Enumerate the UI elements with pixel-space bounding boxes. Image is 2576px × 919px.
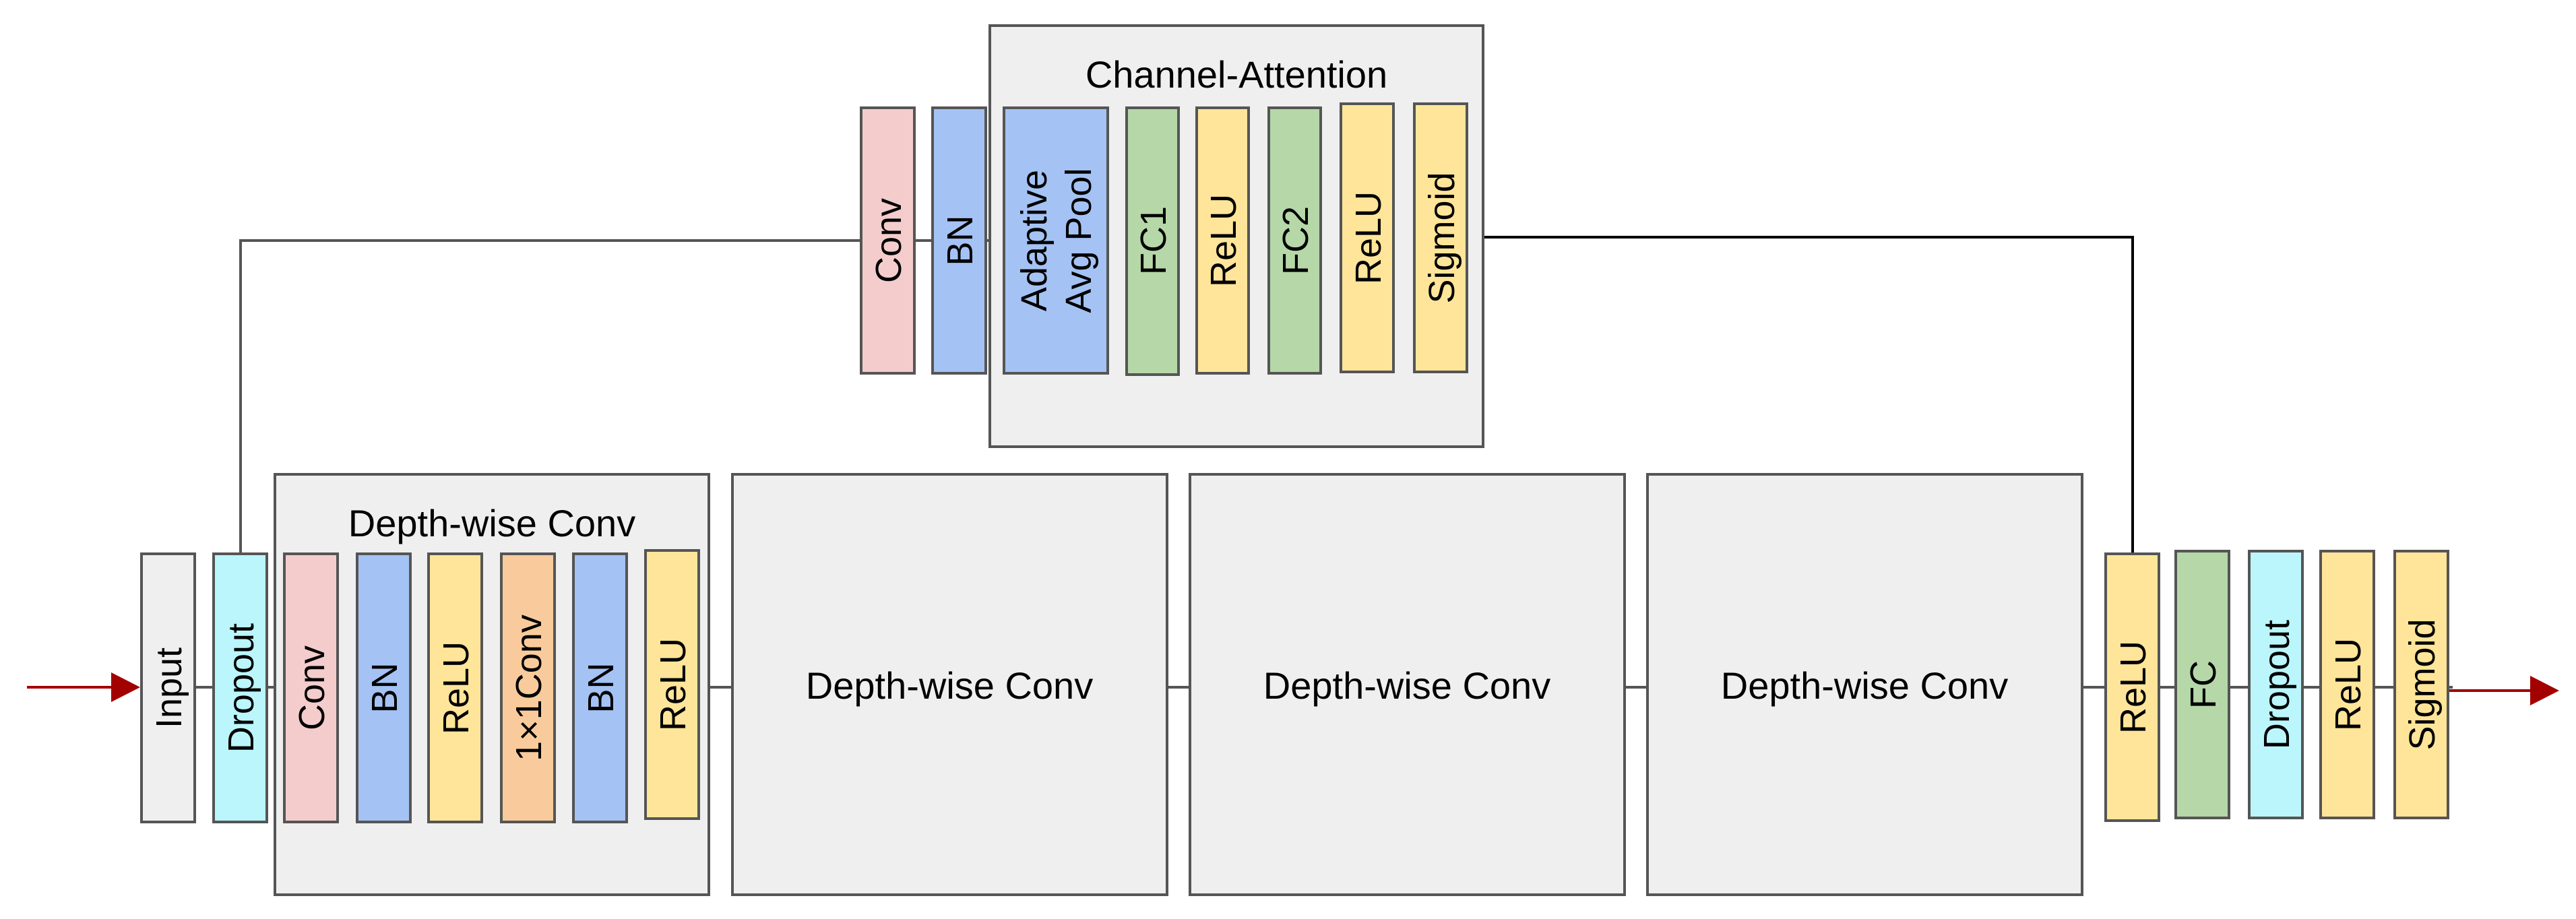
- block-conv-layer: Conv: [283, 552, 339, 823]
- depthwise-conv-block-3: Depth-wise Conv: [1189, 473, 1626, 896]
- skip-connector-right: [1472, 236, 2134, 554]
- output-arrow-head: [2530, 676, 2559, 705]
- head-relu2-layer: ReLU: [2319, 550, 2375, 819]
- fc1-label: FC1: [1133, 206, 1174, 275]
- attention-bn-label: BN: [940, 215, 980, 265]
- attention-relu1-label: ReLU: [1203, 194, 1244, 287]
- attention-relu1-layer: ReLU: [1195, 106, 1250, 375]
- adaptive-avg-pool-label-line2: Avg Pool: [1059, 168, 1099, 313]
- input-layer: Input: [140, 552, 196, 823]
- head-sigmoid-label: Sigmoid: [2402, 619, 2443, 750]
- input-label: Input: [149, 647, 189, 728]
- head-dropout-label: Dropout: [2257, 620, 2297, 749]
- depthwise-conv-block-2: Depth-wise Conv: [731, 473, 1168, 896]
- block-relu2-label: ReLU: [653, 638, 693, 731]
- dropout-label: Dropout: [221, 623, 261, 753]
- channel-attention-title: Channel-Attention: [1086, 53, 1387, 96]
- adaptive-avg-pool-label-line1: Adaptive: [1014, 170, 1055, 311]
- head-relu1-layer: ReLU: [2104, 552, 2160, 822]
- block-bn2-label: BN: [581, 662, 621, 713]
- fc2-layer: FC2: [1267, 106, 1322, 375]
- channel-attention-group: Channel-Attention Conv BN Adaptive Avg P…: [860, 24, 1484, 448]
- block-relu1-layer: ReLU: [427, 552, 483, 823]
- adaptive-avg-pool-layer: Adaptive Avg Pool: [1003, 106, 1109, 375]
- dropout-layer: Dropout: [212, 552, 268, 823]
- block-bn1-layer: BN: [356, 552, 412, 823]
- depthwise-conv-block-container: [274, 473, 710, 896]
- block-relu1-label: ReLU: [436, 641, 476, 734]
- block-relu2-layer: ReLU: [644, 549, 700, 820]
- fc2-label: FC2: [1276, 206, 1316, 275]
- head-fc-layer: FC: [2174, 550, 2230, 819]
- block-bn1-label: BN: [365, 662, 405, 713]
- input-arrow: [27, 672, 140, 702]
- block-1x1conv-layer: 1×1Conv: [500, 552, 556, 823]
- depthwise-conv-block-3-label: Depth-wise Conv: [1263, 664, 1550, 707]
- attention-conv-label: Conv: [869, 198, 909, 283]
- skip-connector-left: [239, 239, 862, 554]
- input-arrow-head: [111, 672, 140, 702]
- depthwise-conv-block-4-label: Depth-wise Conv: [1721, 664, 2008, 707]
- depthwise-conv-block-expanded: Depth-wise Conv Conv BN ReLU 1×1Conv BN …: [274, 473, 710, 896]
- fc1-layer: FC1: [1125, 106, 1180, 376]
- attention-conv-layer: Conv: [860, 106, 916, 375]
- depthwise-conv-block-4: Depth-wise Conv: [1646, 473, 2083, 896]
- attention-bn-layer: BN: [931, 106, 987, 375]
- block-1x1conv-label: 1×1Conv: [509, 614, 549, 761]
- block-bn2-layer: BN: [572, 552, 628, 823]
- head-fc-label: FC: [2183, 660, 2224, 709]
- attention-relu2-layer: ReLU: [1340, 102, 1395, 373]
- head-sigmoid-layer: Sigmoid: [2393, 550, 2449, 819]
- attention-sigmoid-label: Sigmoid: [1422, 172, 1462, 303]
- head-relu1-label: ReLU: [2113, 641, 2154, 734]
- depthwise-conv-block-title: Depth-wise Conv: [348, 502, 635, 544]
- attention-relu2-label: ReLU: [1348, 191, 1389, 284]
- head-dropout-layer: Dropout: [2248, 550, 2304, 819]
- depthwise-conv-block-2-label: Depth-wise Conv: [806, 664, 1093, 707]
- head-relu2-label: ReLU: [2328, 638, 2368, 731]
- output-arrow: [2447, 676, 2559, 705]
- attention-sigmoid-layer: Sigmoid: [1413, 102, 1468, 373]
- block-conv-label: Conv: [292, 645, 332, 730]
